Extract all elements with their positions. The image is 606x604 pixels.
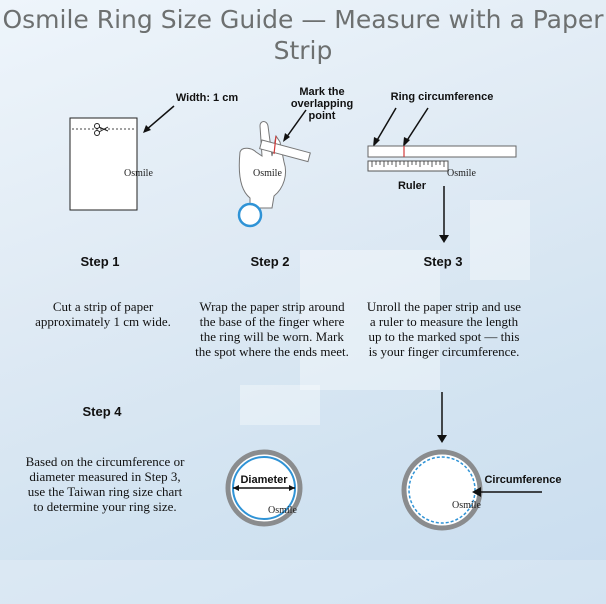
ring-circumference-annotation: Ring circumference [390,91,494,103]
hand-wrap-illustration [237,121,311,228]
width-annotation: Width: 1 cm [175,92,239,104]
brand-logo-diameter: Osmile [268,505,297,516]
diameter-annotation: Diameter [240,474,288,486]
paper-sheet-illustration [69,117,138,211]
mark-point-annotation: Mark the overlapping point [290,86,354,122]
step3-down-arrow [439,186,449,243]
mark-point-arrow [283,109,307,142]
step2-label: Step 2 [250,254,290,269]
background-block [470,200,530,280]
ring-circumference-arrows [373,107,429,147]
step4-label: Step 4 [82,404,122,419]
circumference-arrow [472,487,542,497]
scissors-icon [94,123,109,136]
step4-description: Based on the circumference or diameter m… [25,454,185,514]
brand-logo-step3: Osmile [447,168,476,179]
width-arrow [143,105,175,133]
brand-logo-step2: Osmile [253,168,282,179]
step1-description: Cut a strip of paper approximately 1 cm … [35,299,171,329]
step2-description: Wrap the paper strip around the base of … [195,299,349,359]
ruler-annotation: Ruler [397,180,427,192]
circumference-ring-illustration [401,449,483,531]
strip-and-ruler-illustration [367,145,517,172]
brand-logo-step1: Osmile [124,168,153,179]
brand-logo-circumference: Osmile [452,500,481,511]
page-title: Osmile Ring Size Guide — Measure with a … [2,5,604,65]
step1-label: Step 1 [80,254,120,269]
step3-label: Step 3 [423,254,463,269]
background-block [300,250,440,390]
background-block [240,385,320,425]
diameter-ring-illustration [225,449,303,527]
step3-to-step4-arrow [437,392,447,443]
background-block [0,560,606,604]
step3-description: Unroll the paper strip and use a ruler t… [366,299,522,359]
circumference-annotation: Circumference [484,474,562,486]
